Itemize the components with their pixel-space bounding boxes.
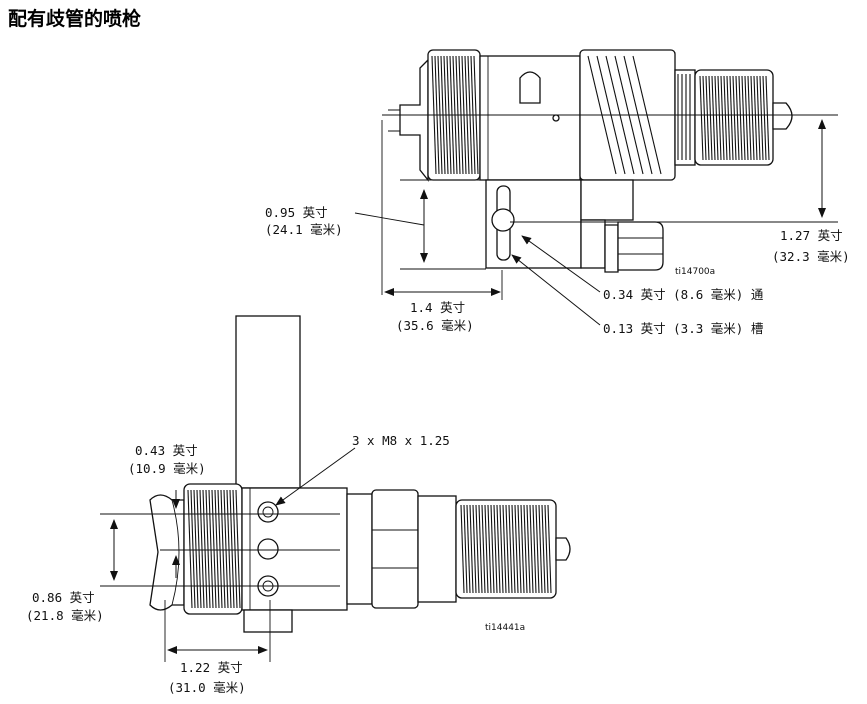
note-thru-hole: 0.34 英寸 (8.6 毫米) 通 (603, 287, 764, 302)
dim-0-86-mm: (21.8 毫米) (26, 608, 104, 623)
top-gun-drawing (388, 49, 793, 273)
dim-1-27-inch: 1.27 英寸 (780, 228, 843, 243)
diagram-title: 配有歧管的喷枪 (8, 8, 142, 30)
dim-0-86-inch: 0.86 英寸 (32, 590, 95, 605)
top-dimension-lines (354, 114, 838, 326)
thread-label: 3 x M8 x 1.25 (352, 433, 450, 448)
top-view-labels: 0.95 英寸 (24.1 毫米) 1.27 英寸 (32.3 毫米) ti14… (265, 205, 850, 336)
bottom-dimension-lines (100, 447, 356, 662)
dim-0-95-inch: 0.95 英寸 (265, 205, 328, 220)
dim-1-22-inch: 1.22 英寸 (180, 660, 243, 675)
bottom-view-labels: 3 x M8 x 1.25 0.43 英寸 (10.9 毫米) 0.86 英寸 … (26, 433, 525, 695)
dim-1-4-mm: (35.6 毫米) (396, 318, 474, 333)
dim-1-22-mm: (31.0 毫米) (168, 680, 246, 695)
figure-ref-bottom: ti14441a (485, 623, 525, 633)
dim-0-95-mm: (24.1 毫米) (265, 222, 343, 237)
dim-0-43-mm: (10.9 毫米) (128, 461, 206, 476)
figure-ref-top: ti14700a (675, 267, 715, 277)
note-slot: 0.13 英寸 (3.3 毫米) 槽 (603, 321, 763, 336)
bottom-gun-drawing (149, 315, 571, 633)
dim-1-4-inch: 1.4 英寸 (410, 300, 465, 315)
dim-0-43-inch: 0.43 英寸 (135, 443, 198, 458)
dim-1-27-mm: (32.3 毫米) (772, 249, 850, 264)
